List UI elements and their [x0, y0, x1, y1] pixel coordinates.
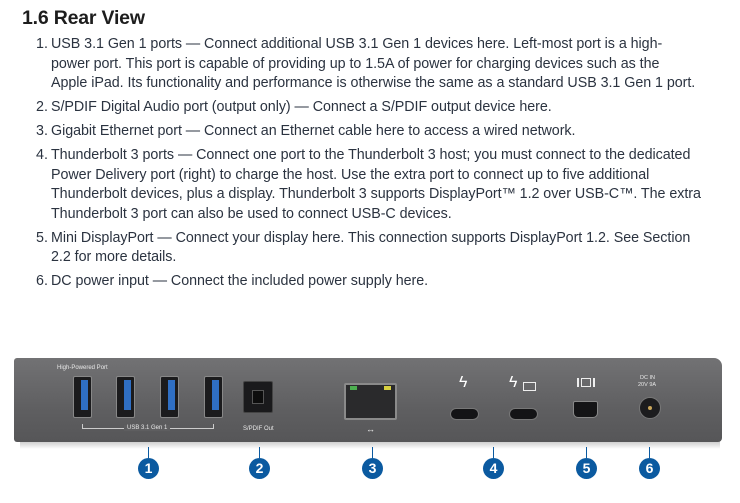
callout-line — [148, 447, 149, 458]
thunderbolt-port-2 — [509, 408, 538, 420]
thunderbolt-port-1 — [450, 408, 479, 420]
item-text-line: Apple iPad. Its functionality and perfor… — [51, 75, 696, 91]
spdif-label: S/PDIF Out — [243, 426, 274, 432]
item-number: 6. — [36, 273, 48, 289]
item-text-line: Mini DisplayPort — Connect your display … — [51, 229, 691, 246]
port-description-list: 1.USB 3.1 Gen 1 ports — Connect addition… — [0, 35, 740, 296]
list-item: 1.USB 3.1 Gen 1 ports — Connect addition… — [0, 35, 740, 94]
callout-5: 5 — [576, 458, 597, 479]
callout-4: 4 — [483, 458, 504, 479]
item-text-line: power port. This port is capable of prov… — [51, 55, 660, 72]
item-number: 4. — [36, 147, 48, 163]
shadow-edge — [20, 441, 720, 449]
usb-port-1 — [73, 376, 92, 418]
item-number: 2. — [36, 99, 48, 115]
list-item: 3.Gigabit Ethernet port — Connect an Eth… — [0, 122, 740, 142]
spdif-port — [243, 381, 273, 413]
thunderbolt-icon: ϟ — [459, 374, 468, 391]
callout-1: 1 — [138, 458, 159, 479]
thunderbolt-icon: ϟ — [509, 374, 518, 391]
usb-port-2 — [116, 376, 135, 418]
callout-line — [649, 447, 650, 458]
usb-port-4 — [204, 376, 223, 418]
callout-line — [586, 447, 587, 458]
callout-6: 6 — [639, 458, 660, 479]
list-item: 2.S/PDIF Digital Audio port (output only… — [0, 98, 740, 118]
high-powered-label: High-Powered Port — [57, 365, 108, 371]
laptop-icon — [523, 382, 536, 391]
callout-line — [493, 447, 494, 458]
item-text-line: S/PDIF Digital Audio port (output only) … — [51, 99, 552, 115]
item-text-line: 2.2 for more details. — [51, 249, 177, 265]
mini-displayport — [573, 401, 598, 418]
usb-port-3 — [160, 376, 179, 418]
item-text-line: Gigabit Ethernet port — Connect an Ether… — [51, 123, 576, 139]
ethernet-port — [344, 383, 397, 420]
callout-3: 3 — [362, 458, 383, 479]
item-number: 1. — [36, 36, 48, 52]
dc-label: DC IN — [640, 375, 655, 381]
item-text-line: USB 3.1 Gen 1 ports — Connect additional… — [51, 36, 663, 52]
item-text-line: Thunderbolt 3 port can also be used to c… — [51, 205, 452, 222]
item-text-line: DC power input — Connect the included po… — [51, 273, 429, 289]
callout-line — [259, 447, 260, 458]
item-text-line: Thunderbolt 3 ports — Connect one port t… — [51, 147, 691, 163]
item-number: 5. — [36, 229, 48, 246]
displayport-icon — [577, 378, 595, 387]
dc-power-port — [639, 397, 661, 419]
callout-2: 2 — [249, 458, 270, 479]
section-title: 1.6 Rear View — [22, 7, 145, 29]
ethernet-icon: ↔ — [366, 424, 375, 434]
list-item: 4.Thunderbolt 3 ports — Connect one port… — [0, 146, 740, 224]
callout-line — [372, 447, 373, 458]
list-item: 5.Mini DisplayPort — Connect your displa… — [0, 229, 740, 268]
item-text-line: Thunderbolt devices, plus a display. Thu… — [51, 186, 701, 202]
item-number: 3. — [36, 123, 48, 139]
usb-label: USB 3.1 Gen 1 — [124, 425, 171, 431]
list-item: 6.DC power input — Connect the included … — [0, 272, 740, 292]
dc-rating: 20V 9A — [638, 382, 657, 388]
item-text-line: Power Delivery port (right) to charge th… — [51, 166, 650, 183]
